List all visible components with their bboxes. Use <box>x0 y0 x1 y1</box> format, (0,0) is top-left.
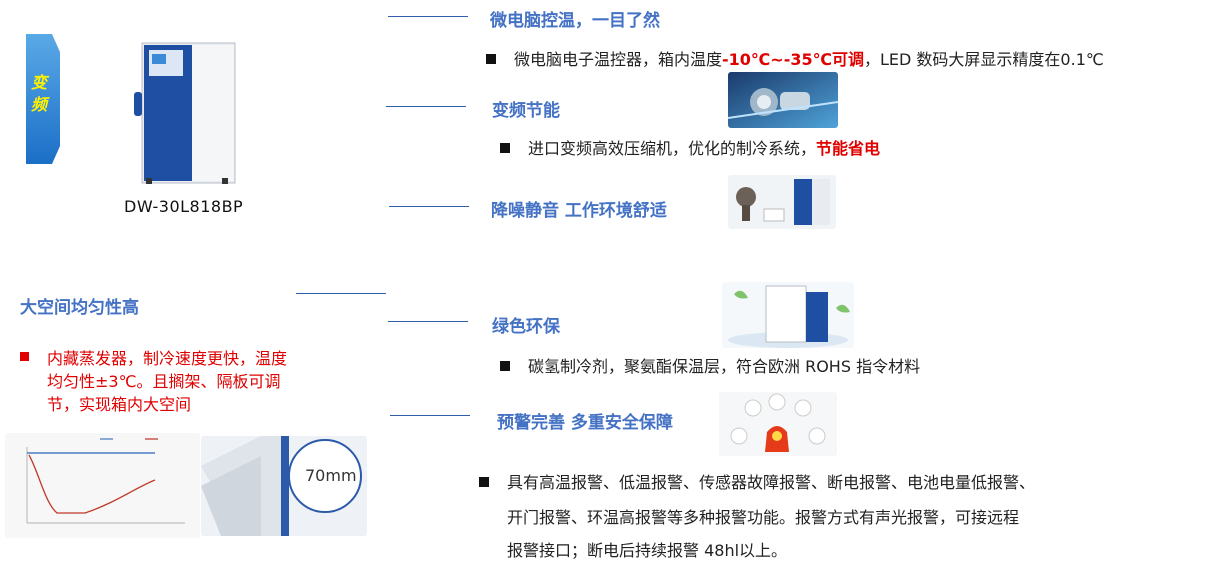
connector-line-green <box>388 321 468 322</box>
space-text-line1: 内藏蒸发器，制冷速度更快，温度 <box>47 349 288 368</box>
alarm-title: 预警完善 多重安全保障 <box>497 413 673 433</box>
connector-line-space <box>296 293 386 294</box>
alarm-text-line1: 具有高温报警、低温报警、传感器故障报警、断电报警、电池电量低报警、 <box>507 473 1036 492</box>
frequency-banner: 变频 <box>26 34 60 164</box>
bullet-square-icon <box>500 361 510 371</box>
space-title: 大空间均匀性高 <box>20 298 139 318</box>
compressor-image <box>728 72 838 128</box>
product-model: DW-30L818BP <box>124 197 244 216</box>
alarm-text-line2: 开门报警、环温高报警等多种报警功能。报警方式有声光报警，可接远程 <box>507 508 1020 527</box>
green-text: 碳氢制冷剂，聚氨酯保温层，符合欧洲 ROHS 指令材料 <box>528 357 921 376</box>
quiet-title: 降噪静音 工作环境舒适 <box>491 201 667 221</box>
alarm-image <box>719 392 837 456</box>
quiet-image <box>728 175 836 229</box>
banner-arrow-shape <box>26 34 60 164</box>
bullet-square-icon <box>500 143 510 153</box>
alarm-text-line3: 报警接口；断电后持续报警 48hl以上。 <box>507 541 788 560</box>
insulation-thickness-label: 70mm <box>305 466 357 485</box>
inverter-title: 变频节能 <box>492 101 560 121</box>
bullet-square-icon <box>479 477 489 487</box>
micro-title: 微电脑控温，一目了然 <box>490 11 660 31</box>
banner-text: 变频 <box>31 73 48 114</box>
connector-line-quiet <box>389 206 469 207</box>
space-text-line3: 节，实现箱内大空间 <box>47 395 192 414</box>
inverter-bullet: 进口变频高效压缩机，优化的制冷系统，节能省电 <box>500 135 880 159</box>
space-bullet-square-icon <box>20 352 29 361</box>
inverter-text-a: 进口变频高效压缩机，优化的制冷系统， <box>528 139 817 158</box>
space-text-line2: 均匀性±3℃。且搁架、隔板可调 <box>47 372 281 391</box>
green-bullet: 碳氢制冷剂，聚氨酯保温层，符合欧洲 ROHS 指令材料 <box>500 353 920 377</box>
eco-freezer-image <box>722 282 854 348</box>
connector-line-micro <box>388 16 468 17</box>
freezer-image <box>132 40 236 186</box>
bullet-square-icon <box>486 54 496 64</box>
alarm-bullet: 具有高温报警、低温报警、传感器故障报警、断电报警、电池电量低报警、 <box>479 469 1035 493</box>
temperature-curve-image <box>5 433 200 538</box>
inverter-energy-saving: 节能省电 <box>816 139 881 158</box>
micro-text-a: 微电脑电子温控器，箱内温度 <box>514 50 723 69</box>
connector-line-alarm <box>390 415 470 416</box>
micro-text-b: ，LED 数码大屏显示精度在0.1℃ <box>864 50 1104 69</box>
green-title: 绿色环保 <box>492 317 560 337</box>
micro-bullet: 微电脑电子温控器，箱内温度-10℃~-35℃可调，LED 数码大屏显示精度在0.… <box>486 46 1104 70</box>
insulation-image: 70mm <box>201 436 367 536</box>
connector-line-inverter <box>386 106 466 107</box>
micro-temp-range: -10℃~-35℃可调 <box>722 50 864 69</box>
